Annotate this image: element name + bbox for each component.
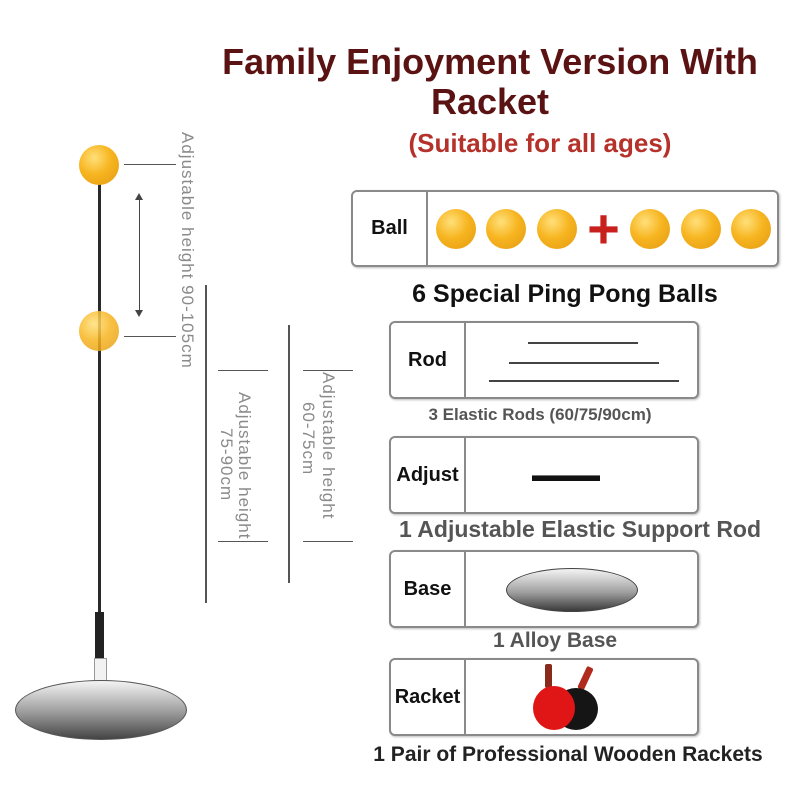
measure-tick [303, 541, 353, 542]
support-rod-icon [532, 475, 600, 481]
marker-line [124, 164, 176, 165]
rod-75-icon [509, 362, 659, 364]
measure-bar-2 [288, 325, 290, 583]
ball-icon [630, 208, 671, 249]
ball-caption: 6 Special Ping Pong Balls [412, 280, 718, 308]
height-label-75-90-a: Adjustable height [235, 392, 254, 540]
ball-top [79, 145, 119, 185]
measure-tick [218, 370, 268, 371]
base-caption: 1 Alloy Base [492, 629, 618, 652]
adjust-area [466, 438, 697, 512]
ball-label: Ball [353, 192, 428, 265]
title-line-1: Family Enjoyment Version With [222, 41, 758, 82]
black-racket-handle [577, 666, 594, 690]
racket-caption: 1 Pair of Professional Wooden Rackets [373, 743, 763, 766]
measure-tick [303, 370, 353, 371]
rod-box: Rod [389, 321, 699, 399]
subtitle: (Suitable for all ages) [408, 128, 672, 158]
elastic-rod [98, 180, 101, 620]
plus-icon: + [587, 196, 620, 260]
adjust-box: Adjust [389, 436, 699, 514]
red-racket-blade [533, 686, 575, 730]
ball-row: + [428, 192, 777, 265]
page-title: Family Enjoyment Version With Racket [190, 42, 790, 122]
measure-tick [218, 541, 268, 542]
rod-90-icon [489, 380, 679, 382]
measure-bar-1 [205, 285, 207, 603]
racket-box: Racket [389, 658, 699, 736]
ball-icon [730, 208, 771, 249]
height-label-90-105: Adjustable height 90-105cm [178, 132, 197, 369]
adjust-arrow [139, 195, 140, 313]
ball-icon [436, 208, 476, 249]
base-box: Base [389, 550, 699, 628]
rod-lines [466, 323, 697, 397]
height-label-75-90-b: 75-90cm [217, 428, 236, 502]
ball-icon [680, 208, 721, 249]
base-image [15, 680, 187, 740]
height-label-60-75-a: Adjustable height [319, 372, 338, 520]
alloy-base-icon [506, 568, 638, 612]
ball-lower [79, 311, 119, 351]
ball-icon [536, 208, 577, 249]
adjust-label: Adjust [391, 438, 466, 512]
ball-icon [486, 208, 527, 249]
marker-line [124, 336, 176, 337]
arrow-head-up [135, 193, 143, 200]
red-racket-handle [545, 664, 552, 688]
racket-area [466, 660, 697, 734]
rod-label: Rod [391, 323, 466, 397]
rod-60-icon [528, 342, 638, 344]
product-diagram: Adjustable height 90-105cm Adjustable he… [0, 0, 370, 800]
adjust-caption: 1 Adjustable Elastic Support Rod [398, 516, 762, 542]
title-line-2: Racket [430, 81, 550, 122]
racket-label: Racket [391, 660, 466, 734]
arrow-head-down [135, 310, 143, 317]
rod-sleeve [95, 612, 104, 660]
height-label-60-75-b: 60-75cm [299, 402, 318, 476]
base-area [466, 552, 697, 626]
base-label: Base [391, 552, 466, 626]
rod-caption: 3 Elastic Rods (60/75/90cm) [428, 405, 652, 424]
racket-icon [533, 664, 598, 730]
ball-box: Ball + [351, 190, 779, 267]
